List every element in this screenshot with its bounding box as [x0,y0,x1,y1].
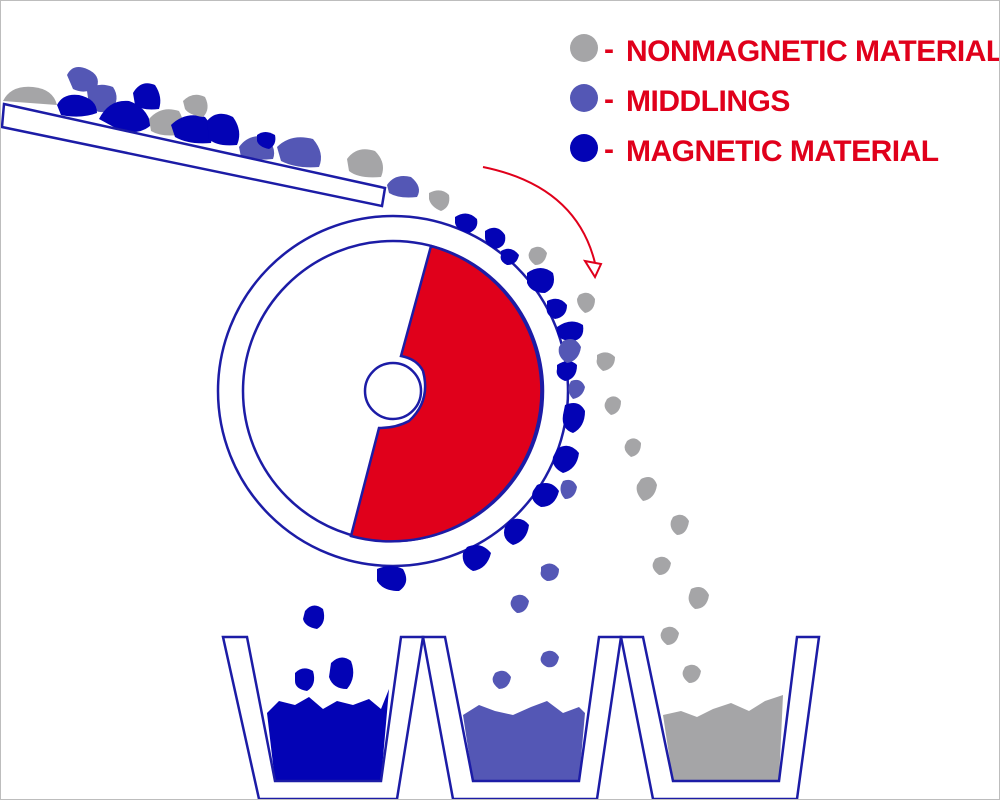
legend-separator: - [604,83,614,116]
bin-magnetic-fill [267,689,389,781]
nonmagnetic-particles [429,190,709,683]
bin-middlings-fill [463,701,585,781]
drum-axle [363,361,423,421]
legend-separator: - [604,33,614,66]
legend-label-middlings: MIDDLINGS [626,85,790,118]
legend: - NONMAGNETIC MATERIAL - MIDDLINGS - MAG… [570,33,999,168]
legend-label-nonmagnetic: NONMAGNETIC MATERIAL [626,35,999,68]
rotation-arrow-icon [482,166,603,280]
bin-middlings [421,635,623,799]
magnetic-drum [216,214,570,568]
middlings-particles [492,339,585,689]
bin-magnetic [221,635,425,799]
legend-item-magnetic: - MAGNETIC MATERIAL [570,133,939,168]
magnet-segment [349,244,543,543]
legend-label-magnetic: MAGNETIC MATERIAL [626,135,939,168]
legend-item-nonmagnetic: - NONMAGNETIC MATERIAL [570,33,999,68]
magnetic-particles [295,213,585,691]
feed-particles [3,67,419,198]
legend-dot-icon [570,84,598,112]
legend-dot-icon [570,134,598,162]
legend-dot-icon [570,34,598,62]
legend-item-middlings: - MIDDLINGS [570,83,790,118]
collection-bins [221,635,821,799]
legend-separator: - [604,133,614,166]
feed-chute [1,102,387,208]
bin-nonmagnetic [619,635,821,799]
bin-nonmagnetic-fill [663,695,783,781]
